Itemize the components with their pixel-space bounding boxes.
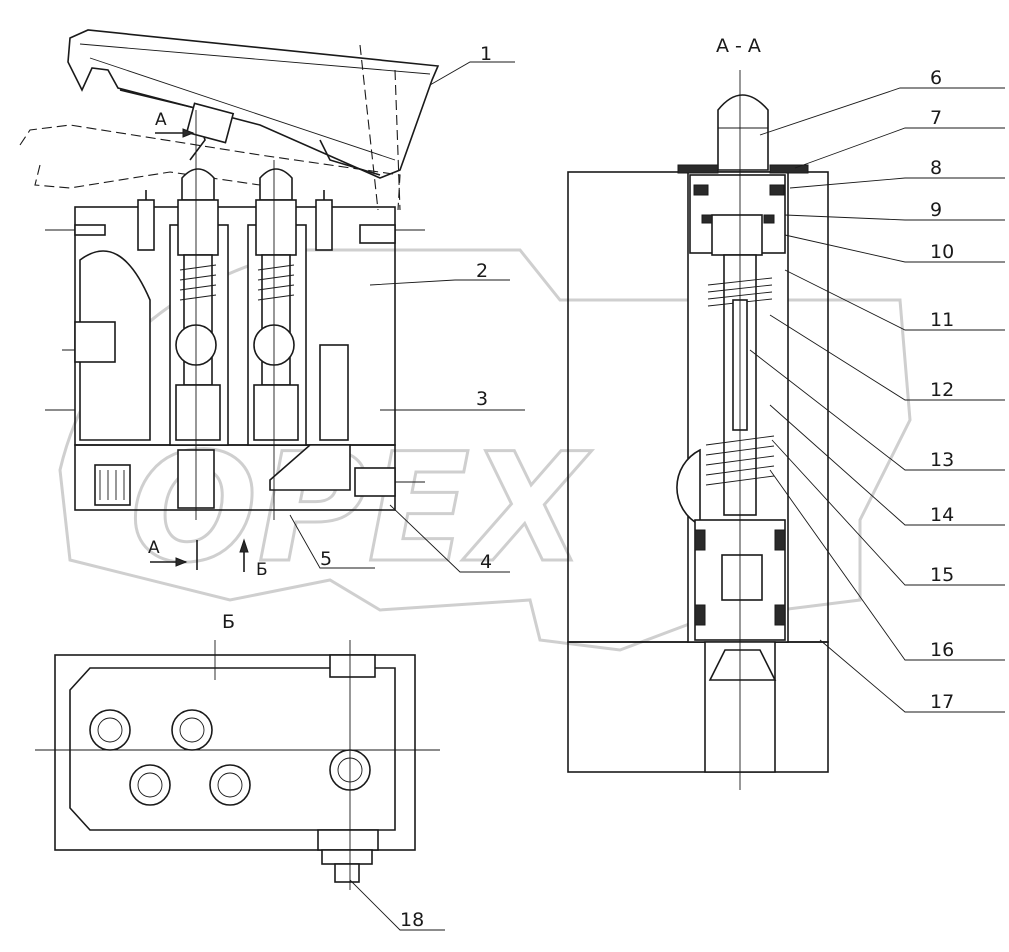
part-label-17: 17	[930, 691, 954, 713]
plunger-right	[253, 168, 299, 441]
part-label-18: 18	[400, 909, 424, 931]
label-view-b: Б	[222, 611, 235, 633]
part-label-15: 15	[930, 564, 954, 586]
part-label-11: 11	[930, 309, 954, 331]
label-section-aa: А - А	[716, 35, 761, 57]
view-b-bolts	[89, 709, 371, 806]
part-label-9: 9	[930, 199, 942, 221]
section-marks: А А Б	[148, 110, 268, 580]
label-arrow-a-top: А	[155, 110, 167, 130]
label-arrow-b: Б	[256, 560, 268, 580]
plunger-left	[175, 168, 221, 509]
part-label-14: 14	[930, 504, 954, 526]
part-label-3: 3	[476, 388, 488, 410]
part-label-1: 1	[480, 43, 492, 65]
label-arrow-a-bottom: А	[148, 538, 160, 558]
leaders	[289, 61, 1005, 931]
main-view	[19, 29, 440, 520]
part-label-12: 12	[930, 379, 954, 401]
part-label-13: 13	[930, 449, 954, 471]
part-label-4: 4	[480, 551, 492, 573]
part-label-7: 7	[930, 107, 942, 129]
part-label-2: 2	[476, 260, 488, 282]
watermark-text: OPEX	[130, 422, 592, 596]
part-numbers: 1 2 3 4 5 6 7 8 9 10 11 12 13 14 15 16 1…	[320, 43, 954, 931]
part-label-6: 6	[930, 67, 942, 89]
part-label-16: 16	[930, 639, 954, 661]
view-b: Б	[35, 611, 440, 890]
part-label-8: 8	[930, 157, 942, 179]
part-label-10: 10	[930, 241, 954, 263]
part-label-5: 5	[320, 548, 332, 570]
section-aa: А - А	[567, 35, 829, 790]
